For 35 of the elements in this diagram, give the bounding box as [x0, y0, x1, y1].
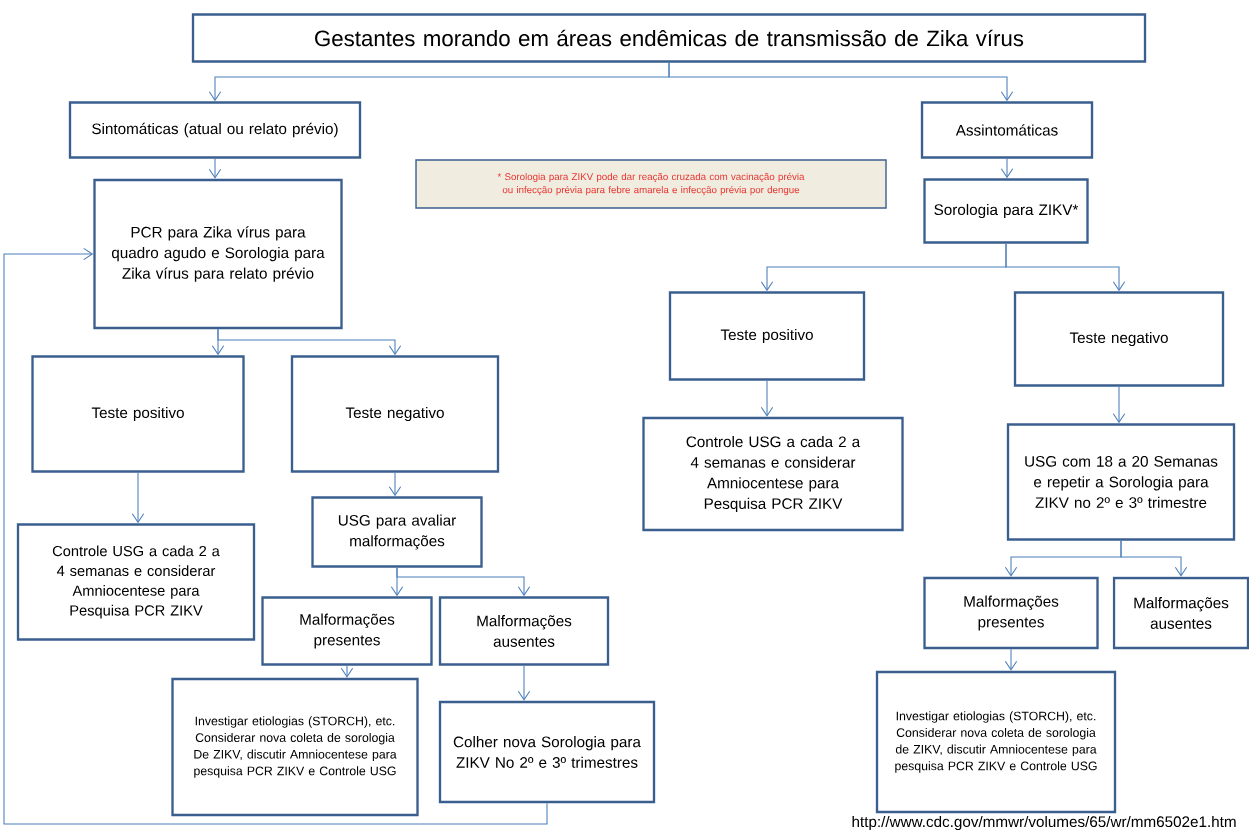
process-box: Teste positivo [668, 291, 866, 381]
process-box: Teste positivo [31, 355, 245, 473]
arrow [217, 328, 402, 356]
arrow [668, 62, 1014, 102]
arrow [1112, 386, 1126, 424]
title-box: Gestantes morando em áreas endêmicas de transmissão de Zika vírus [191, 13, 1147, 63]
note-box: * Sorologia para ZIKV pode dar reação cruzada com vacinação prévia ou infecção prévia para febre amarela e infecção prévia por dengue [415, 159, 887, 209]
arrow [1004, 648, 1018, 671]
arrow [396, 567, 531, 597]
process-box: Malformações presentes [923, 576, 1099, 650]
arrow [208, 158, 222, 179]
process-box: USG com 18 a 20 Semanas e repetir a Sorologia para ZIKV no 2º e 3º trimestre [1006, 423, 1236, 541]
process-box: PCR para Zika vírus para quadro agudo e Sorologia para Zika vírus para relato prévio [93, 178, 343, 330]
process-box: Controle USG a cada 2 a 4 semanas e considerar Amniocentese para Pesquisa PCR ZIKV [16, 523, 256, 641]
process-box: Investigar etiologias (STORCH), etc. Considerar nova coleta de sorologia De ZIKV, discutir Amniocentese para pesquisa PCR ZIKV e Controle USG [171, 677, 419, 817]
process-box: Sorologia para ZIKV* [923, 178, 1089, 244]
process-box: Teste negativo [290, 355, 500, 473]
process-box: Malformações ausentes [438, 596, 610, 666]
arrow [517, 665, 531, 701]
arrow [1000, 158, 1014, 179]
arrow [760, 380, 774, 417]
process-box: Investigar etiologias (STORCH), etc. Considerar nova coleta de sorologia de ZIKV, discutir Amniocentese para pesquisa PCR ZIKV e Controle USG [875, 670, 1117, 814]
process-box: Assintomáticas [920, 101, 1094, 159]
arrow [131, 472, 145, 524]
process-box: Malformações ausentes [1112, 576, 1249, 650]
process-box: Malformações presentes [261, 596, 433, 666]
process-box: Colher nova Sorologia para ZIKV No 2º e 3º trimestres [438, 700, 656, 804]
arrow [1120, 540, 1188, 577]
arrow [388, 472, 402, 497]
process-box: Controle USG a cada 2 a 4 semanas e considerar Amniocentese para Pesquisa PCR ZIKV [642, 416, 904, 532]
process-box: Sintomáticas (atual ou relato prévio) [68, 101, 362, 159]
arrow [1005, 243, 1126, 292]
process-box: USG para avaliar malformações [311, 496, 483, 568]
arrow [3, 247, 548, 825]
process-box: Teste negativo [1013, 291, 1225, 387]
